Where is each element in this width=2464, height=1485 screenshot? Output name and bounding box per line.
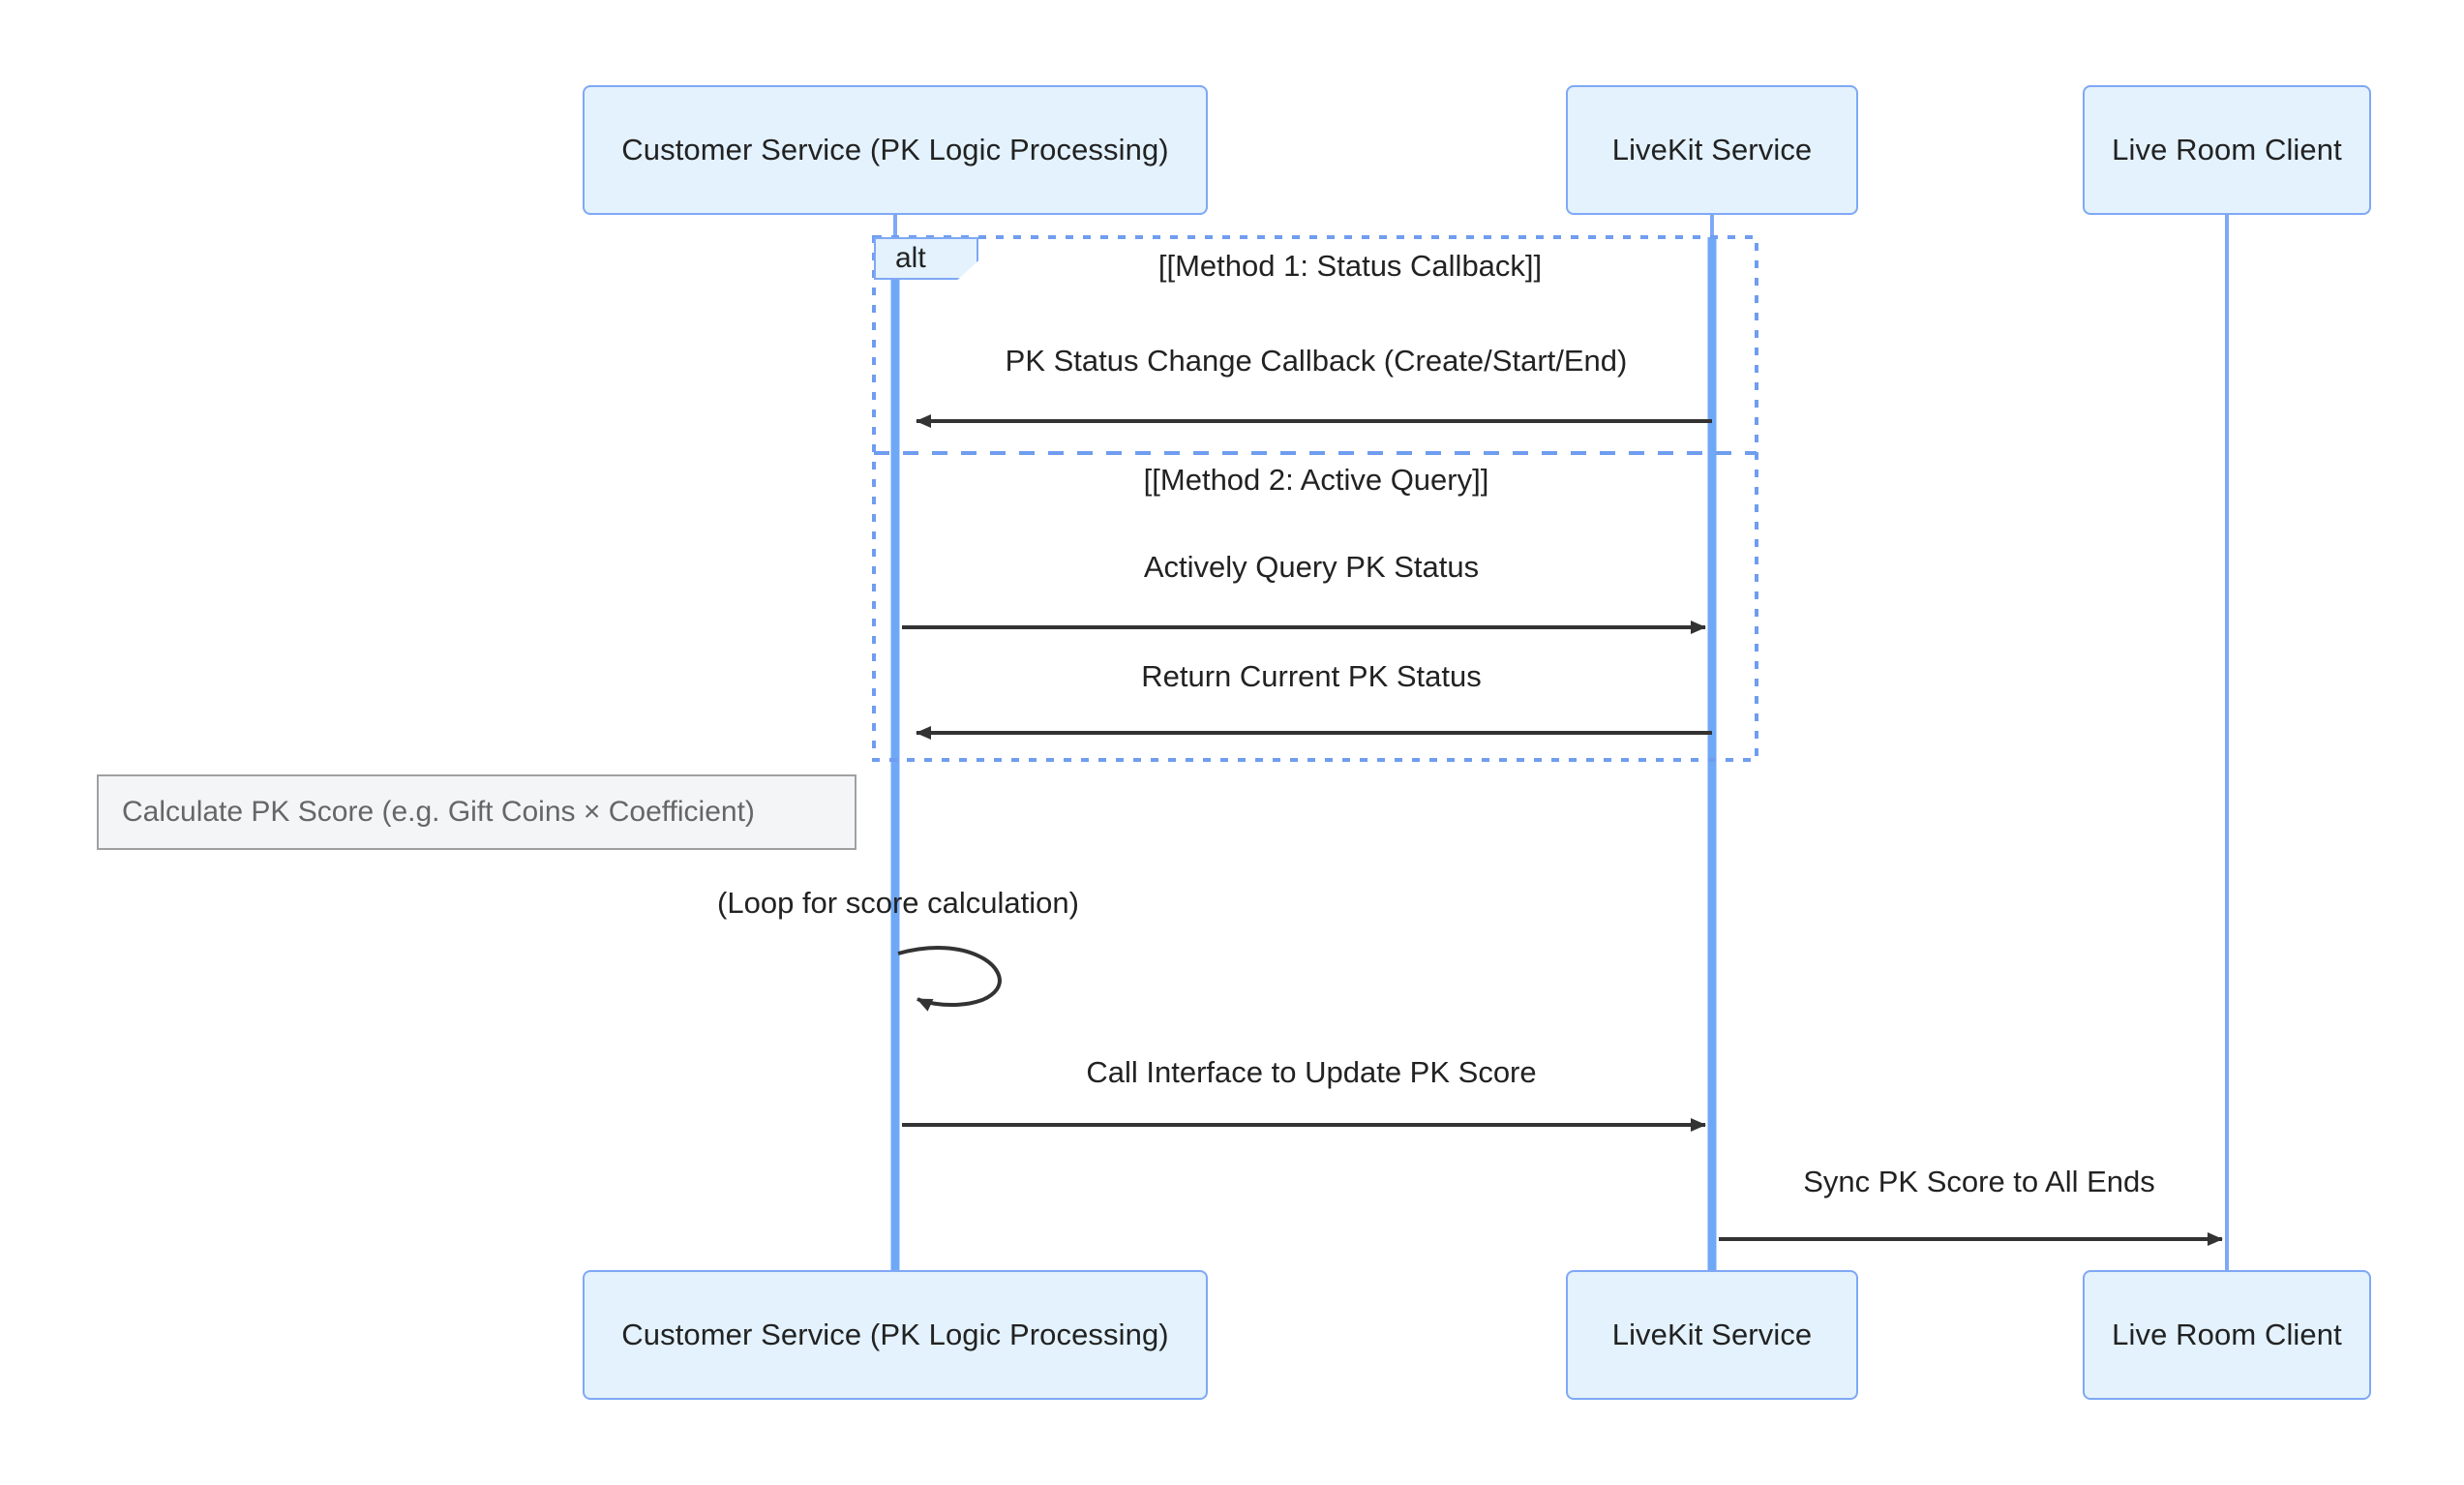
alt-section-title-method-1-text: [[Method 1: Status Callback]]	[1157, 249, 1543, 283]
participant-box-live-room-client-top[interactable]: Live Room Client	[2083, 85, 2371, 215]
alt-frame-tag: alt	[874, 237, 978, 280]
message-label-pk-status-change-callback-text: PK Status Change Callback (Create/Start/…	[1005, 344, 1628, 378]
participant-label-live-room-client-bottom: Live Room Client	[2112, 1318, 2342, 1351]
activation-bars-group	[890, 237, 1717, 1270]
self-loop-path	[897, 946, 1002, 1012]
participant-box-live-room-client-bottom[interactable]: Live Room Client	[2083, 1270, 2371, 1400]
alt-section-title-method-2-text: [[Method 2: Active Query]]	[1143, 463, 1489, 497]
message-label-sync-pk-score-all-ends-text: Sync PK Score to All Ends	[1803, 1165, 2155, 1198]
alt-frame-tag-label: alt	[895, 242, 926, 274]
participant-label-live-room-client-top: Live Room Client	[2112, 133, 2342, 167]
note-calculate-pk-score: Calculate PK Score (e.g. Gift Coins × Co…	[97, 774, 856, 850]
participant-label-customer-service-top: Customer Service (PK Logic Processing)	[621, 133, 1169, 167]
message-label-call-interface-update-pk-score-text: Call Interface to Update PK Score	[1086, 1055, 1537, 1089]
participant-box-customer-service-bottom[interactable]: Customer Service (PK Logic Processing)	[583, 1270, 1208, 1400]
participant-box-livekit-service-top[interactable]: LiveKit Service	[1566, 85, 1858, 215]
message-label-actively-query-pk-status: Actively Query PK Status	[1144, 550, 1479, 585]
participant-box-customer-service-top[interactable]: Customer Service (PK Logic Processing)	[583, 85, 1208, 215]
alt-section-title-method-1: [[Method 1: Status Callback]]	[1158, 249, 1542, 284]
message-label-call-interface-update-pk-score: Call Interface to Update PK Score	[1086, 1055, 1536, 1090]
alt-frame-border	[872, 235, 1758, 762]
participant-label-customer-service-bottom: Customer Service (PK Logic Processing)	[621, 1318, 1169, 1351]
message-label-return-current-pk-status: Return Current PK Status	[1141, 659, 1482, 694]
alt-frame-outline	[872, 235, 1758, 762]
message-label-return-current-pk-status-text: Return Current PK Status	[1141, 659, 1482, 693]
self-loop-arrow	[897, 946, 1002, 1012]
message-label-actively-query-pk-status-text: Actively Query PK Status	[1143, 550, 1480, 584]
messages-group	[902, 414, 2223, 1246]
alt-section-title-method-2: [[Method 2: Active Query]]	[1144, 463, 1489, 498]
self-loop-label-text: (Loop for score calculation)	[717, 886, 1079, 920]
note-calculate-pk-score-text: Calculate PK Score (e.g. Gift Coins × Co…	[122, 796, 755, 828]
participant-label-livekit-service-bottom: LiveKit Service	[1611, 1318, 1813, 1351]
self-loop-label: (Loop for score calculation)	[717, 886, 1079, 921]
participant-label-livekit-service-top: LiveKit Service	[1611, 133, 1813, 167]
participant-box-livekit-service-bottom[interactable]: LiveKit Service	[1566, 1270, 1858, 1400]
message-label-pk-status-change-callback: PK Status Change Callback (Create/Start/…	[1006, 344, 1628, 379]
message-label-sync-pk-score-all-ends: Sync PK Score to All Ends	[1803, 1165, 2155, 1199]
